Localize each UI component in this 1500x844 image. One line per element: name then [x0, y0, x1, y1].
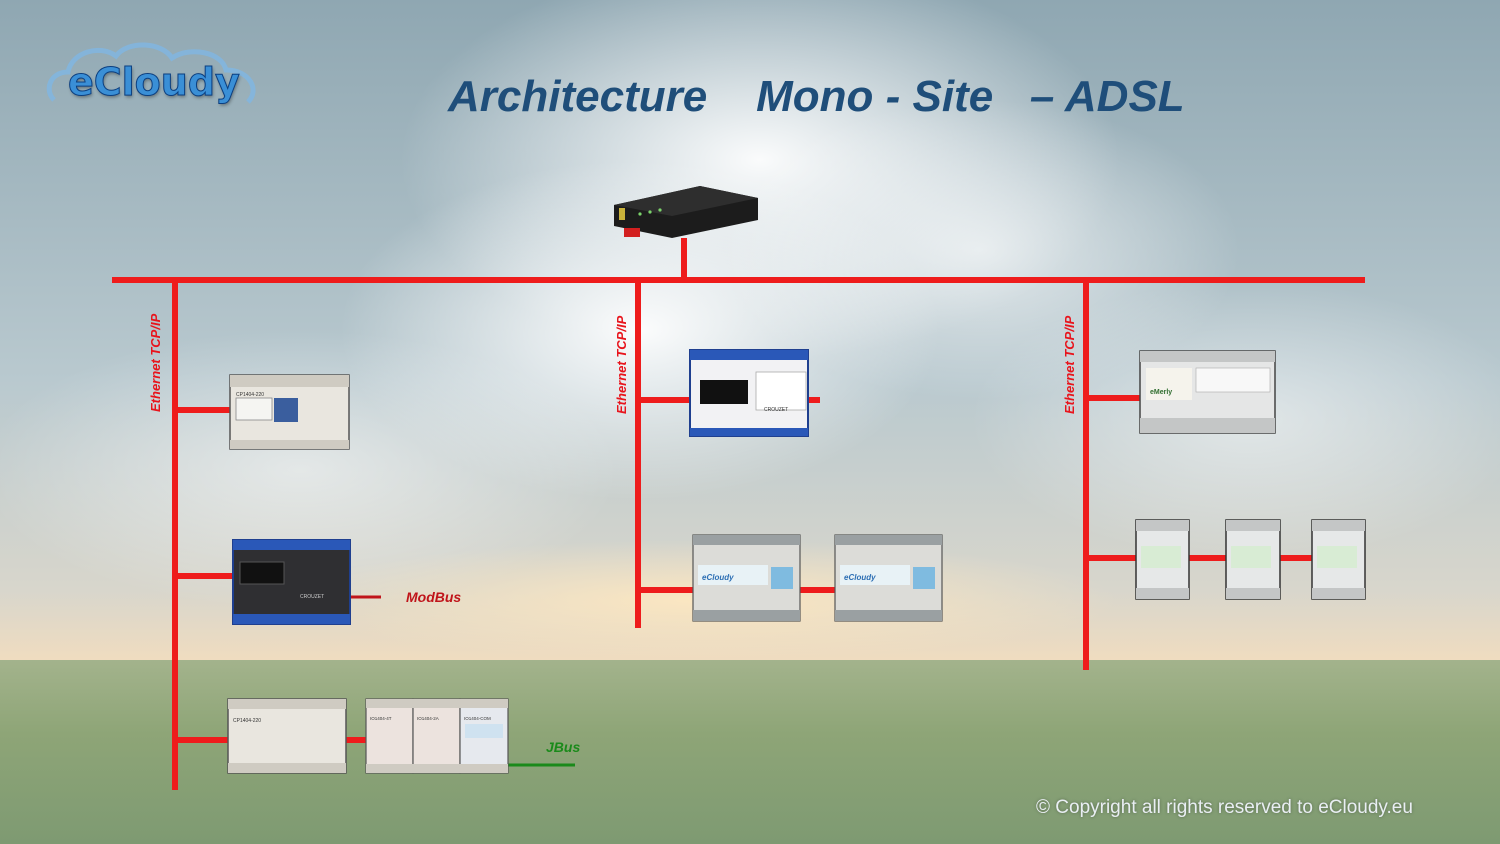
small-module-2 — [1225, 519, 1281, 600]
crouzet-brand-mid: CROUZET — [764, 407, 788, 413]
io2-label: IO1404-2A — [417, 716, 439, 721]
ecloudy-module-2-label: eCloudy — [844, 573, 876, 582]
crouzet-plc-device: CROUZET — [232, 539, 351, 625]
page-title: Architecture Mono - Site – ADSL — [448, 72, 1185, 121]
ecloudy-module-1-label: eCloudy — [702, 573, 734, 582]
adsl-router — [614, 186, 758, 238]
ecloudy-module-2: eCloudy — [834, 534, 943, 622]
io3-label: IO1404-COM — [464, 716, 491, 721]
ecloudy-logo: eCloudy — [44, 38, 264, 118]
plc-bottom-label: CP1404-220 — [233, 718, 261, 724]
io-module-group: IO1404-4T IO1404-2A IO1404-COM — [365, 698, 509, 774]
plc-device-top: CP1404-220 — [229, 374, 350, 450]
plc-device-bottom: CP1404-220 — [227, 698, 347, 774]
emerly-label: eMerly — [1150, 389, 1172, 396]
small-module-3 — [1311, 519, 1366, 600]
emerly-device: eMerly — [1139, 350, 1276, 434]
small-module-1 — [1135, 519, 1190, 600]
logo-text: eCloudy — [68, 60, 241, 105]
cloud-icon — [46, 42, 256, 104]
io1-label: IO1404-4T — [370, 716, 392, 721]
plc-top-label: CP1404-220 — [236, 392, 264, 398]
jbus-label: JBus — [546, 739, 581, 755]
ethernet-label-right: Ethernet TCP/IP — [1062, 315, 1077, 414]
modbus-label: ModBus — [406, 589, 462, 605]
ethernet-label-middle: Ethernet TCP/IP — [614, 315, 629, 414]
crouzet-brand-left: CROUZET — [300, 594, 324, 600]
ethernet-label-left: Ethernet TCP/IP — [148, 313, 163, 412]
ethernet-lines — [112, 238, 1365, 790]
crouzet-hmi-device: CROUZET — [689, 349, 809, 437]
ecloudy-module-1: eCloudy — [692, 534, 801, 622]
copyright-text: © Copyright all rights reserved to eClou… — [1036, 797, 1413, 818]
